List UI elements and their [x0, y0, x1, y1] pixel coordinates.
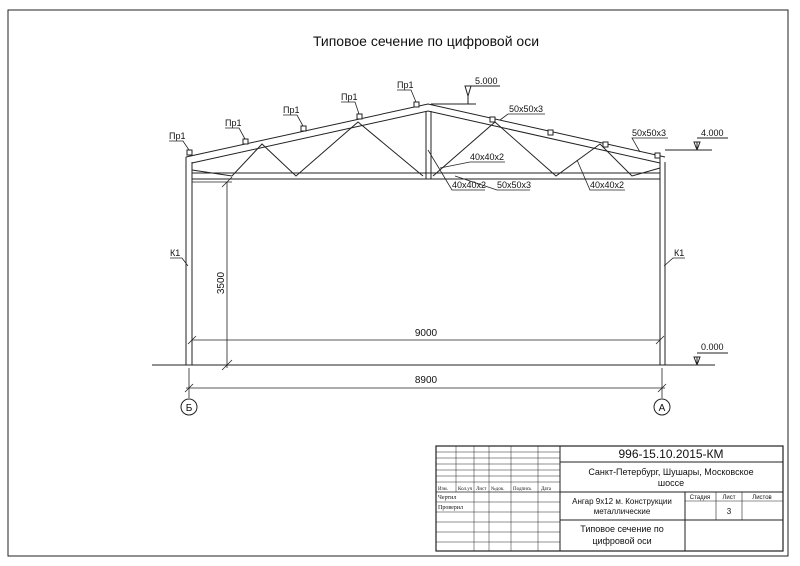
label-bottom-left-web: 40x40x2	[452, 180, 486, 190]
elevation-eave-label: 4.000	[701, 128, 724, 138]
column-label-right: К1	[674, 248, 684, 258]
purlin-7	[547, 129, 554, 136]
stage-header: Стадия	[690, 495, 710, 501]
purlin-label-1: Пр1	[169, 131, 185, 141]
role-checked: Проверил	[438, 505, 463, 511]
col-header-signature: Подпись	[513, 487, 532, 492]
elevation-eave	[665, 137, 728, 151]
axis-marker-right	[653, 398, 671, 416]
label-bottom-chord: 50x50x3	[497, 180, 531, 190]
purlins	[186, 101, 661, 159]
col-header-change: Изм.	[438, 487, 448, 492]
column-label-left: К1	[170, 248, 180, 258]
label-bottom-right-web: 40x40x2	[590, 180, 624, 190]
title-block-object-line1: Ангар 9x12 м. Конструкции	[572, 497, 672, 506]
col-header-date: Дата	[541, 487, 552, 492]
top-chord-inner	[191, 110, 661, 164]
column-leaders	[170, 257, 685, 267]
axis-markers	[180, 398, 671, 416]
right-web	[432, 121, 661, 177]
purlin-9	[654, 152, 661, 159]
member-labels: 50x50x3 50x50x3 40x40x2 40x40x2 50x50x3 …	[452, 104, 666, 190]
sheet-number: 3	[727, 507, 732, 516]
label-top-chord-left: 50x50x3	[509, 104, 543, 114]
purlin-6	[489, 116, 496, 123]
sheets-header: Листов	[752, 495, 772, 501]
inner-span-label: 9000	[415, 328, 438, 339]
top-chord	[185, 103, 666, 158]
column-right	[659, 157, 666, 365]
column-left	[185, 157, 193, 365]
purlin-8	[602, 141, 609, 148]
title-block-sheet-title-line1: Типовое сечение по	[580, 524, 663, 534]
col-header-doc: №док.	[491, 486, 505, 492]
col-header-sheet: Лист	[476, 487, 487, 492]
inner-span-dimension	[187, 335, 665, 345]
role-drawn: Чертил	[438, 495, 456, 501]
title-block-address-line2: шоссе	[658, 478, 684, 488]
purlin-3	[300, 125, 307, 132]
purlin-5	[413, 101, 420, 108]
purlin-label-2: Пр1	[225, 118, 241, 128]
title-block-sheet-title-line2: цифровой оси	[592, 536, 651, 546]
label-diagonal: 40x40x2	[470, 152, 504, 162]
left-web	[191, 121, 424, 177]
purlin-2	[242, 138, 249, 145]
axis-marker-left	[180, 398, 198, 416]
elevation-ground-label: 0.000	[701, 342, 724, 352]
member-leaders	[427, 113, 668, 191]
col-header-count: Кол.уч	[458, 487, 473, 492]
elevation-ground	[665, 352, 728, 366]
truss	[185, 103, 666, 180]
purlin-labels: Пр1 Пр1 Пр1 Пр1 Пр1	[169, 80, 413, 141]
elevation-ridge	[431, 85, 500, 105]
title-block-object-line2: металлические	[594, 507, 651, 516]
sheet-header: Лист	[722, 495, 735, 501]
purlin-leaders	[169, 89, 417, 151]
purlin-label-4: Пр1	[341, 92, 357, 102]
label-top-chord-right: 50x50x3	[632, 128, 666, 138]
purlin-4	[356, 113, 363, 120]
title-block-code: 996-15.10.2015-КМ	[618, 447, 723, 461]
axis-label-left: Б	[186, 403, 193, 414]
purlin-1	[186, 149, 193, 156]
drawing-title: Типовое сечение по цифровой оси	[313, 33, 539, 49]
title-block-col-headers: Изм. Кол.уч Лист №док. Подпись Дата	[438, 486, 552, 492]
purlin-label-3: Пр1	[283, 105, 299, 115]
sheet-border	[7, 9, 789, 557]
axis-label-right: А	[659, 403, 666, 414]
elevation-ridge-label: 5.000	[475, 76, 498, 86]
purlin-label-5: Пр1	[397, 80, 413, 90]
axis-span-dimension	[184, 368, 667, 398]
height-dimension-label: 3500	[216, 271, 227, 294]
axis-span-label: 8900	[415, 375, 438, 386]
title-block-address-line1: Санкт-Петербург, Шушары, Московское	[588, 467, 753, 477]
height-dimension	[192, 176, 233, 371]
title-block	[435, 445, 784, 552]
